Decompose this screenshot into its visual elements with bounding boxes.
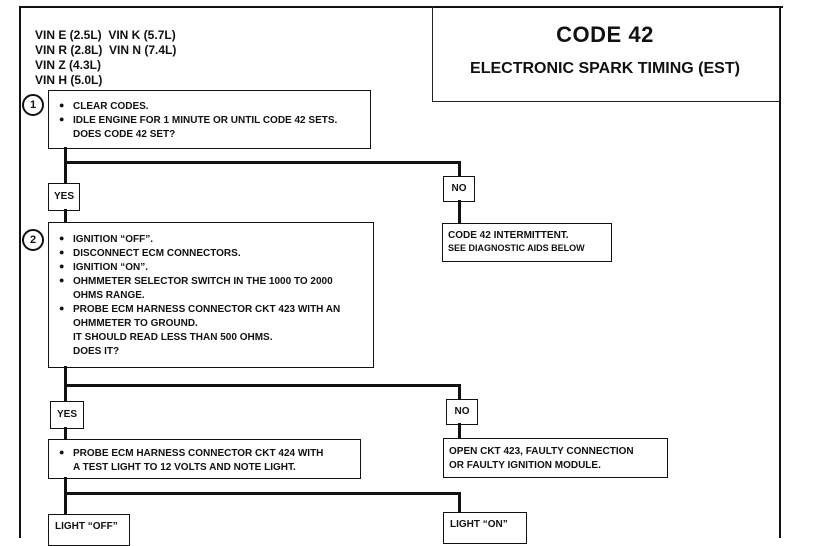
- bullet-icon: ●: [59, 100, 65, 110]
- step-2-line-2: DISCONNECT ECM CONNECTORS.: [73, 248, 241, 259]
- flow-line: [64, 209, 67, 222]
- flow-line: [64, 477, 67, 514]
- step-1-line-2: IDLE ENGINE FOR 1 MINUTE OR UNTIL CODE 4…: [73, 115, 338, 126]
- light-off-label: LIGHT “OFF”: [48, 514, 130, 546]
- step-2-line-9: DOES IT?: [73, 346, 120, 357]
- no-result-1-box: CODE 42 INTERMITTENT. SEE DIAGNOSTIC AID…: [442, 223, 612, 262]
- no-result-1-line-2: SEE DIAGNOSTIC AIDS BELOW: [448, 243, 585, 253]
- step-2-line-7: OHMMETER TO GROUND.: [73, 318, 198, 329]
- no-result-1-line-1: CODE 42 INTERMITTENT.: [448, 230, 569, 241]
- no-result-2-line-2: OR FAULTY IGNITION MODULE.: [449, 460, 601, 471]
- step-1-marker: 1: [22, 94, 44, 116]
- flow-line: [64, 366, 67, 401]
- code-subtitle: ELECTRONIC SPARK TIMING (EST): [470, 60, 740, 77]
- frame-top-border: [19, 6, 783, 8]
- flow-line: [458, 200, 461, 223]
- bullet-icon: ●: [59, 114, 65, 124]
- bullet-icon: ●: [59, 275, 65, 285]
- step-2-line-3: IGNITION “ON”.: [73, 262, 148, 273]
- step-2-line-6: PROBE ECM HARNESS CONNECTOR CKT 423 WITH…: [73, 304, 341, 315]
- flow-line: [64, 427, 67, 439]
- flow-line: [458, 492, 461, 512]
- yes-label-2: YES: [50, 401, 84, 429]
- bullet-icon: ●: [59, 303, 65, 313]
- flow-line: [64, 384, 461, 387]
- title-box: [432, 6, 780, 102]
- flow-line: [64, 492, 461, 495]
- bullet-icon: ●: [59, 261, 65, 271]
- no-result-2-box: OPEN CKT 423, FAULTY CONNECTION OR FAULT…: [443, 438, 668, 478]
- yes-label-1: YES: [48, 183, 80, 211]
- flow-line: [64, 161, 461, 164]
- frame-right-border: [779, 6, 781, 538]
- step-1-line-3: DOES CODE 42 SET?: [73, 129, 176, 140]
- step-1-box: ● CLEAR CODES. ● IDLE ENGINE FOR 1 MINUT…: [48, 90, 371, 149]
- light-on-label: LIGHT “ON”: [443, 512, 527, 544]
- flow-line: [64, 147, 67, 183]
- step-2-line-8: IT SHOULD READ LESS THAN 500 OHMS.: [73, 332, 273, 343]
- frame-left-border: [19, 6, 21, 538]
- bullet-icon: ●: [59, 447, 65, 457]
- yes-result-2-line-2: A TEST LIGHT TO 12 VOLTS AND NOTE LIGHT.: [73, 462, 296, 473]
- step-2-line-4: OHMMETER SELECTOR SWITCH IN THE 1000 TO …: [73, 276, 333, 287]
- step-2-line-5: OHMS RANGE.: [73, 290, 145, 301]
- step-2-box: ● IGNITION “OFF”. ● DISCONNECT ECM CONNE…: [48, 222, 374, 368]
- flow-line: [458, 423, 461, 438]
- code-title: CODE 42: [556, 22, 654, 47]
- flow-line: [458, 161, 461, 176]
- step-1-line-1: CLEAR CODES.: [73, 101, 149, 112]
- no-label-1: NO: [443, 176, 475, 202]
- flow-line: [458, 384, 461, 399]
- yes-result-2-box: ● PROBE ECM HARNESS CONNECTOR CKT 424 WI…: [48, 439, 361, 479]
- vin-line-1: VIN E (2.5L) VIN K (5.7L): [35, 28, 176, 42]
- no-label-2: NO: [446, 399, 478, 425]
- no-result-2-line-1: OPEN CKT 423, FAULTY CONNECTION: [449, 446, 634, 457]
- bullet-icon: ●: [59, 247, 65, 257]
- vin-line-3: VIN Z (4.3L): [35, 58, 102, 72]
- bullet-icon: ●: [59, 233, 65, 243]
- vin-line-4: VIN H (5.0L): [35, 73, 103, 87]
- step-2-line-1: IGNITION “OFF”.: [73, 234, 153, 245]
- step-2-marker: 2: [22, 229, 44, 251]
- vin-line-2: VIN R (2.8L) VIN N (7.4L): [35, 43, 177, 57]
- yes-result-2-line-1: PROBE ECM HARNESS CONNECTOR CKT 424 WITH: [73, 448, 324, 459]
